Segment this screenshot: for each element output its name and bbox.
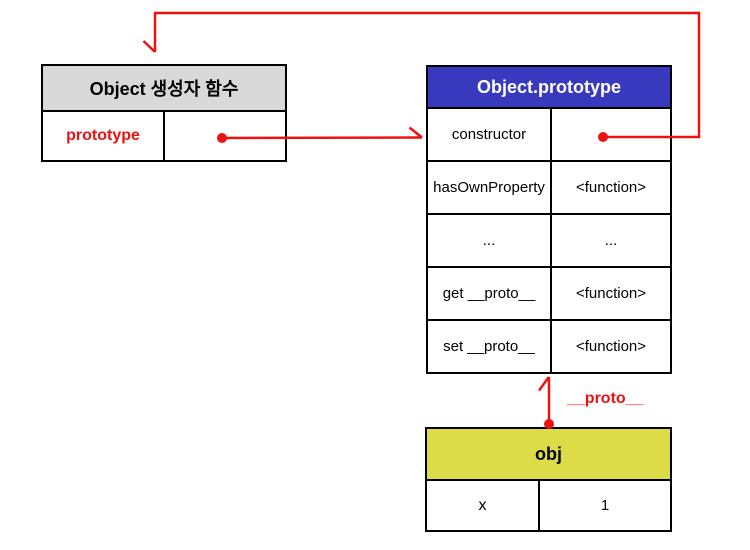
x-key-cell: x <box>427 481 540 530</box>
hasownproperty-value-cell: <function> <box>575 179 647 196</box>
ellipsis-key-cell: ... <box>428 215 552 266</box>
constructor-function-box: Object 생성자 함수 prototype <box>41 64 287 162</box>
constructor-arrowhead-icon <box>142 40 156 53</box>
set-proto-key-cell: set __proto__ <box>428 321 552 372</box>
hasownproperty-key-cell: hasOwnProperty <box>428 162 552 213</box>
table-row: hasOwnProperty <function> <box>428 160 670 213</box>
table-row: prototype <box>43 112 285 160</box>
object-prototype-box: Object.prototype constructor hasOwnPrope… <box>426 65 672 374</box>
table-row: ... ... <box>428 213 670 266</box>
constructor-key-cell: constructor <box>428 109 552 160</box>
obj-box: obj x 1 <box>425 427 672 532</box>
prototype-arrowhead-icon <box>408 126 423 139</box>
prototype-key-cell: prototype <box>43 112 165 160</box>
proto-link-label: __proto__ <box>567 390 644 407</box>
proto-link-arrow <box>537 376 554 429</box>
table-row: x 1 <box>427 481 670 530</box>
get-proto-key-cell: get __proto__ <box>428 268 552 319</box>
set-proto-value-cell: <function> <box>575 338 647 355</box>
proto-link-arrowhead-icon <box>537 376 550 392</box>
table-row: get __proto__ <function> <box>428 266 670 319</box>
get-proto-value-cell: <function> <box>575 285 647 302</box>
table-row: constructor <box>428 109 670 160</box>
constructor-function-box-title: Object 생성자 함수 <box>43 66 285 112</box>
object-prototype-box-title: Object.prototype <box>428 67 670 109</box>
obj-box-title: obj <box>427 429 670 481</box>
constructor-value-cell <box>552 109 670 160</box>
prototype-value-cell <box>165 112 285 160</box>
table-row: set __proto__ <function> <box>428 319 670 372</box>
ellipsis-value-cell: ... <box>604 232 618 249</box>
x-value-cell: 1 <box>600 497 610 514</box>
